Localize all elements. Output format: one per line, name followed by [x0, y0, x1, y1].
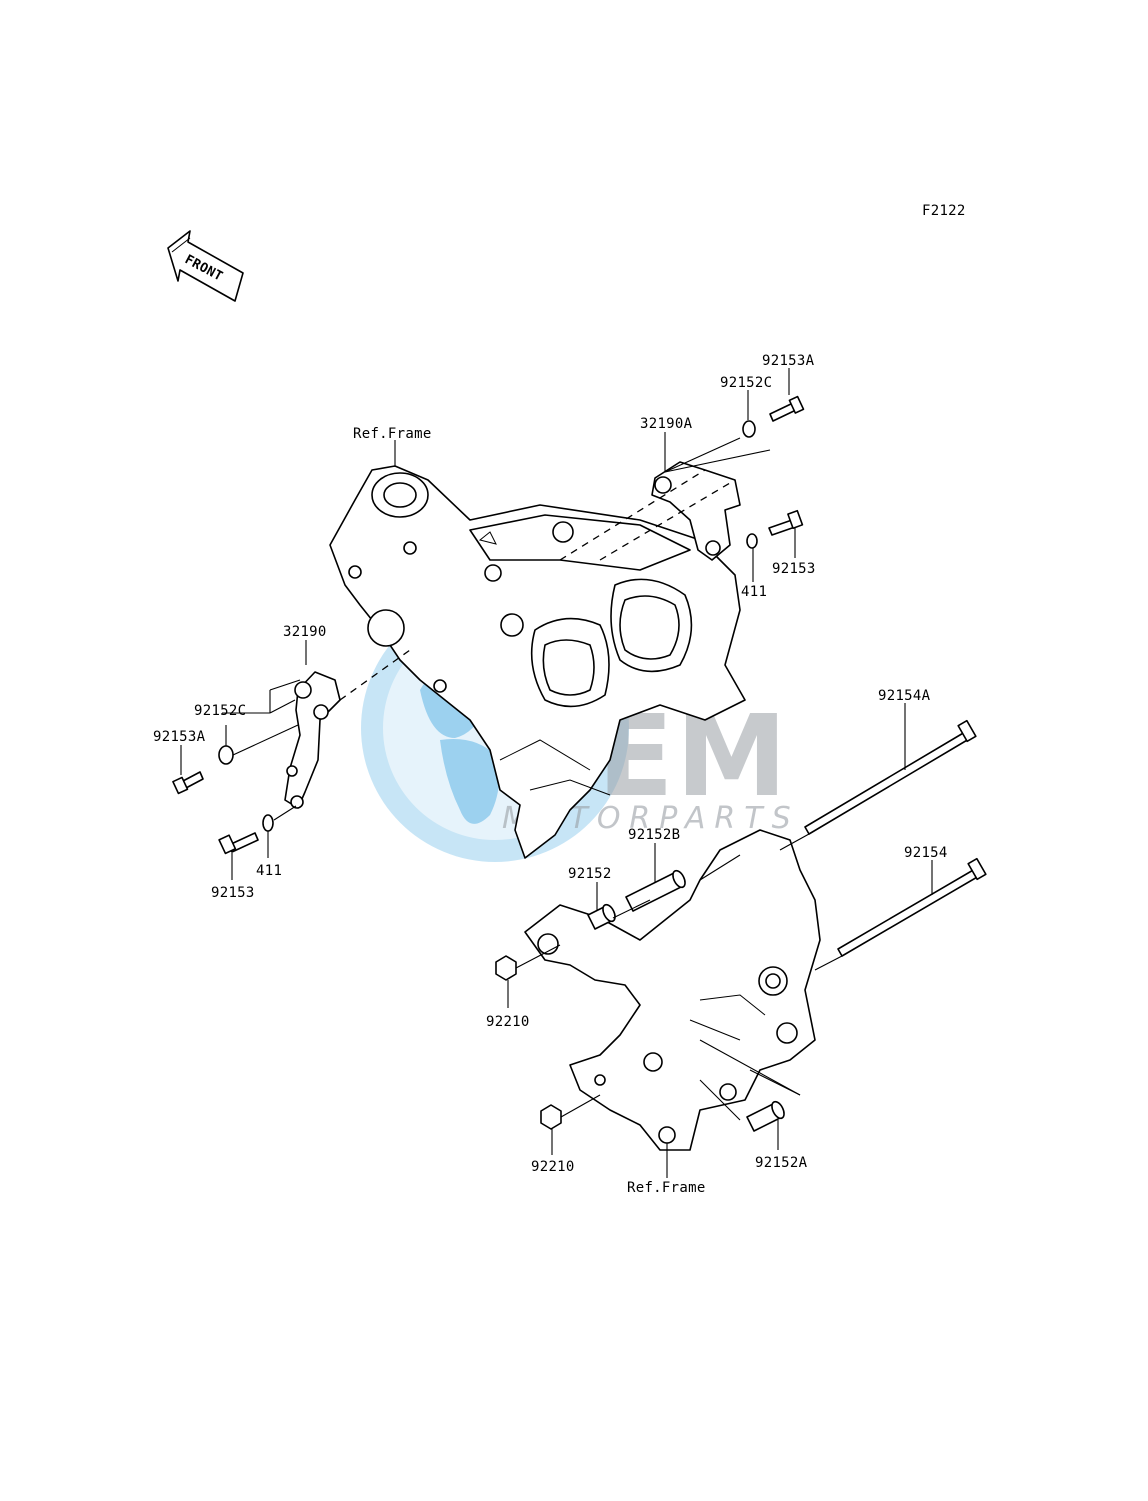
washer-92152c-left: [218, 745, 234, 765]
collar-92152a: [746, 1100, 785, 1132]
lower-frame: [524, 829, 821, 1151]
label-92210-bottom: 92210: [531, 1159, 575, 1175]
label-92153-left: 92153: [211, 885, 255, 901]
collar-92152: [587, 903, 616, 930]
label-92154a: 92154A: [878, 688, 931, 704]
label-92152a: 92152A: [755, 1155, 808, 1171]
nut-92210-mid: [495, 955, 517, 981]
bracket-32190a: [651, 461, 741, 561]
long-bolt-92154: [837, 857, 987, 957]
label-92154: 92154: [904, 845, 948, 861]
washer-411-left: [262, 814, 274, 832]
bolt-92153a-left: [172, 771, 204, 795]
label-32190a: 32190A: [640, 416, 693, 432]
front-arrow-icon: FRONT: [167, 230, 244, 302]
main-frame: [329, 465, 746, 859]
label-92210-mid: 92210: [486, 1014, 530, 1030]
label-ref-frame-top: Ref.Frame: [353, 426, 432, 442]
label-32190: 32190: [283, 624, 327, 640]
label-411-top: 411: [741, 584, 767, 600]
collar-92152b: [625, 869, 686, 912]
bolt-92153a-top: [769, 395, 805, 422]
label-92152: 92152: [568, 866, 612, 882]
label-92152c-left: 92152C: [194, 703, 246, 719]
bolt-92153-left: [218, 832, 259, 855]
washer-411-top: [746, 533, 758, 549]
leader-lines: [180, 368, 933, 1178]
bolt-92153-top: [768, 509, 804, 536]
label-ref-frame-bottom: Ref.Frame: [627, 1180, 706, 1196]
long-bolt-92154a: [804, 719, 977, 835]
label-411-left: 411: [256, 863, 282, 879]
assembly-lines: [339, 469, 843, 1121]
label-92153a-top: 92153A: [762, 353, 815, 369]
washer-92152c-top: [742, 420, 756, 438]
label-92153-top: 92153: [772, 561, 816, 577]
bracket-32190: [284, 671, 341, 809]
label-92152c-top: 92152C: [720, 375, 772, 391]
nut-92210-bottom: [540, 1104, 562, 1130]
label-92152b: 92152B: [628, 827, 680, 843]
figure-code: F2122: [922, 203, 966, 219]
label-92153a-left: 92153A: [153, 729, 206, 745]
